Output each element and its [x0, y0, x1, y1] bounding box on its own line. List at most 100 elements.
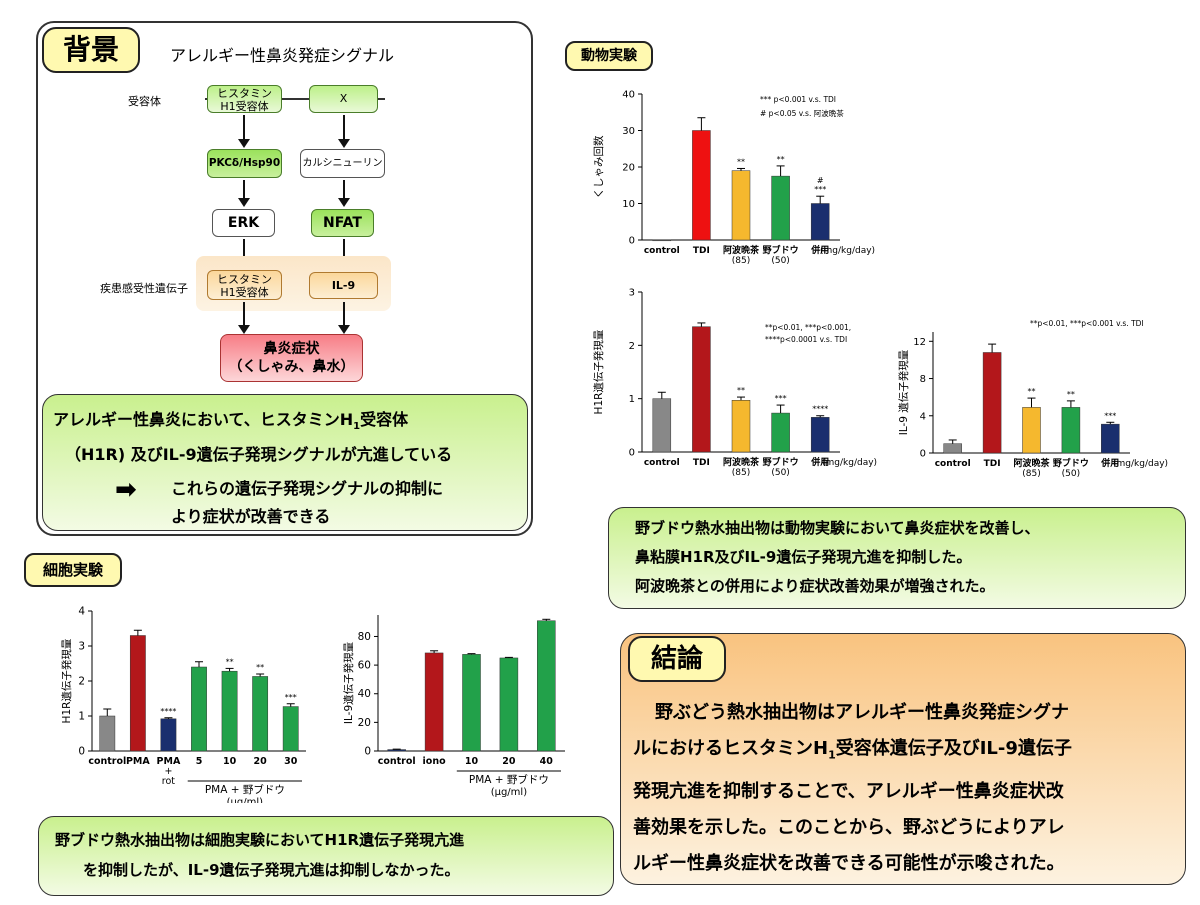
- bar: [1061, 407, 1081, 454]
- y-tick-label: 40: [358, 688, 371, 700]
- significance-mark: **: [1028, 387, 1036, 396]
- category-label: 併用: [810, 456, 829, 468]
- background-tag: 背景: [42, 27, 140, 73]
- il9-gene-box: IL-9: [309, 272, 378, 299]
- significance-mark: **: [737, 157, 745, 166]
- conclusion-line5: ルギー性鼻炎症状を改善できる可能性が示唆された。: [633, 852, 1065, 874]
- category-label: 阿波晩茶: [723, 456, 760, 468]
- y-tick-label: 3: [629, 288, 635, 299]
- category-label: (85): [1022, 469, 1040, 479]
- category-label: 野ブドウ: [1053, 457, 1089, 469]
- gene-label: 疾患感受性遺伝子: [100, 282, 188, 295]
- category-label: 20: [502, 756, 516, 767]
- animal-summary-line2: 鼻粘膜H1R及びIL-9遺伝子発現亢進を抑制した。: [635, 548, 972, 566]
- symptom-line2: （くしゃみ、鼻水）: [228, 359, 355, 375]
- significance-mark: **: [256, 663, 264, 672]
- category-label: TDI: [693, 458, 710, 468]
- category-label: 野ブドウ: [763, 456, 799, 468]
- y-axis-label: くしゃみ回数: [592, 135, 605, 198]
- y-axis-label: IL-9遺伝子発現量: [342, 641, 355, 724]
- category-label: iono: [423, 756, 447, 767]
- bar: [252, 676, 269, 752]
- y-tick-label: 30: [622, 126, 635, 137]
- cell-summary-line1: 野ブドウ熱水抽出物は細胞実験においてH1R遺伝子発現亢進: [55, 831, 465, 849]
- category-label: PMA: [126, 756, 150, 767]
- bar: [771, 175, 790, 241]
- stat-annotation: # p<0.05 v.s. 阿波晩茶: [760, 108, 844, 118]
- bar: [943, 443, 962, 454]
- y-tick-label: 20: [358, 717, 371, 729]
- h1r-gene-line1: ヒスタミン: [217, 273, 272, 286]
- bar: [221, 670, 238, 752]
- y-tick-label: 8: [920, 374, 926, 385]
- category-label: 20: [254, 756, 268, 767]
- category-label: +: [164, 766, 172, 777]
- conclusion-tag: 結論: [628, 636, 726, 682]
- category-label: 10: [223, 756, 237, 767]
- category-label: PMA: [157, 756, 181, 767]
- category-label: TDI: [693, 246, 710, 256]
- category-label: (50): [1062, 469, 1080, 479]
- arrow-h1gene-symptom: [238, 302, 250, 334]
- erk-box: ERK: [212, 209, 275, 237]
- animal-summary-line3: 阿波晩茶との併用により症状改善効果が増強された。: [635, 577, 995, 595]
- significance-mark: ***: [775, 394, 787, 403]
- bar: [160, 718, 177, 752]
- category-label: 阿波晩茶: [1013, 457, 1050, 469]
- significance-mark: **: [737, 386, 745, 395]
- bar: [282, 706, 299, 752]
- significance-mark: ****: [812, 405, 828, 414]
- animal-summary-line1: 野ブドウ熱水抽出物は動物実験において鼻炎症状を改善し、: [635, 519, 1040, 537]
- category-label: 野ブドウ: [763, 244, 799, 256]
- category-label: (85): [732, 468, 750, 478]
- cell-summary-line2: を抑制したが、IL-9遺伝子発現亢進は抑制しなかった。: [83, 861, 460, 879]
- bar: [499, 657, 519, 752]
- y-tick-label: 2: [629, 341, 635, 352]
- h1r-receptor-box: ヒスタミン H1受容体: [207, 85, 282, 113]
- category-label: (50): [771, 468, 789, 478]
- bar: [731, 170, 751, 241]
- y-axis-label: H1R遺伝子発現量: [60, 638, 73, 723]
- category-label: control: [88, 756, 126, 767]
- group-label: PMA + 野ブドウ: [469, 773, 549, 786]
- category-label: (85): [732, 256, 750, 266]
- bar: [810, 203, 830, 241]
- category-label: 5: [196, 756, 203, 767]
- bg-summary-line3: これらの遺伝子発現シグナルの抑制に: [171, 479, 444, 498]
- conclusion-line3: 発現亢進を抑制することで、アレルギー性鼻炎症状改: [633, 780, 1064, 802]
- group-unit: (μg/ml): [227, 797, 264, 803]
- arrow-x-calcineurin: [338, 115, 350, 148]
- x-receptor-box: X: [309, 85, 378, 113]
- animal-tag: 動物実験: [565, 41, 653, 71]
- bar: [191, 666, 207, 752]
- unit-label: (mg/kg/day): [820, 246, 875, 256]
- bar: [652, 239, 672, 242]
- symptom-box: 鼻炎症状 （くしゃみ、鼻水）: [220, 334, 363, 382]
- bar: [537, 620, 556, 752]
- significance-mark: ***: [814, 185, 826, 194]
- y-tick-label: 20: [622, 163, 635, 174]
- pkc-box: PKCδ/Hsp90: [207, 149, 282, 178]
- y-tick-label: 0: [78, 746, 85, 758]
- y-tick-label: 0: [629, 236, 635, 247]
- y-tick-label: 40: [622, 90, 635, 101]
- y-tick-label: 0: [629, 448, 635, 459]
- arrow-pkc-erk: [238, 180, 250, 207]
- conclusion-text: 野ぶどう熱水抽出物はアレルギー性鼻炎発症シグナ ルにおけるヒスタミンH1受容体遺…: [633, 695, 1178, 882]
- y-tick-label: 4: [920, 411, 926, 422]
- animal-summary: 野ブドウ熱水抽出物は動物実験において鼻炎症状を改善し、 鼻粘膜H1R及びIL-9…: [608, 507, 1186, 609]
- bar: [1022, 407, 1041, 454]
- stat-annotation: *** p<0.001 v.s. TDI: [760, 95, 836, 104]
- bar: [692, 326, 711, 453]
- y-tick-label: 1: [629, 394, 635, 405]
- stat-annotation: ****p<0.0001 v.s. TDI: [765, 335, 847, 344]
- arrow-h1r-pkc: [238, 115, 250, 148]
- bar: [692, 130, 711, 241]
- h1r-gene-box: ヒスタミン H1受容体: [207, 270, 282, 300]
- significance-mark: **: [777, 155, 785, 164]
- h1r-receptor-line1: ヒスタミン: [217, 87, 272, 100]
- arrow-il9-symptom: [338, 302, 350, 334]
- y-tick-label: 0: [920, 449, 926, 460]
